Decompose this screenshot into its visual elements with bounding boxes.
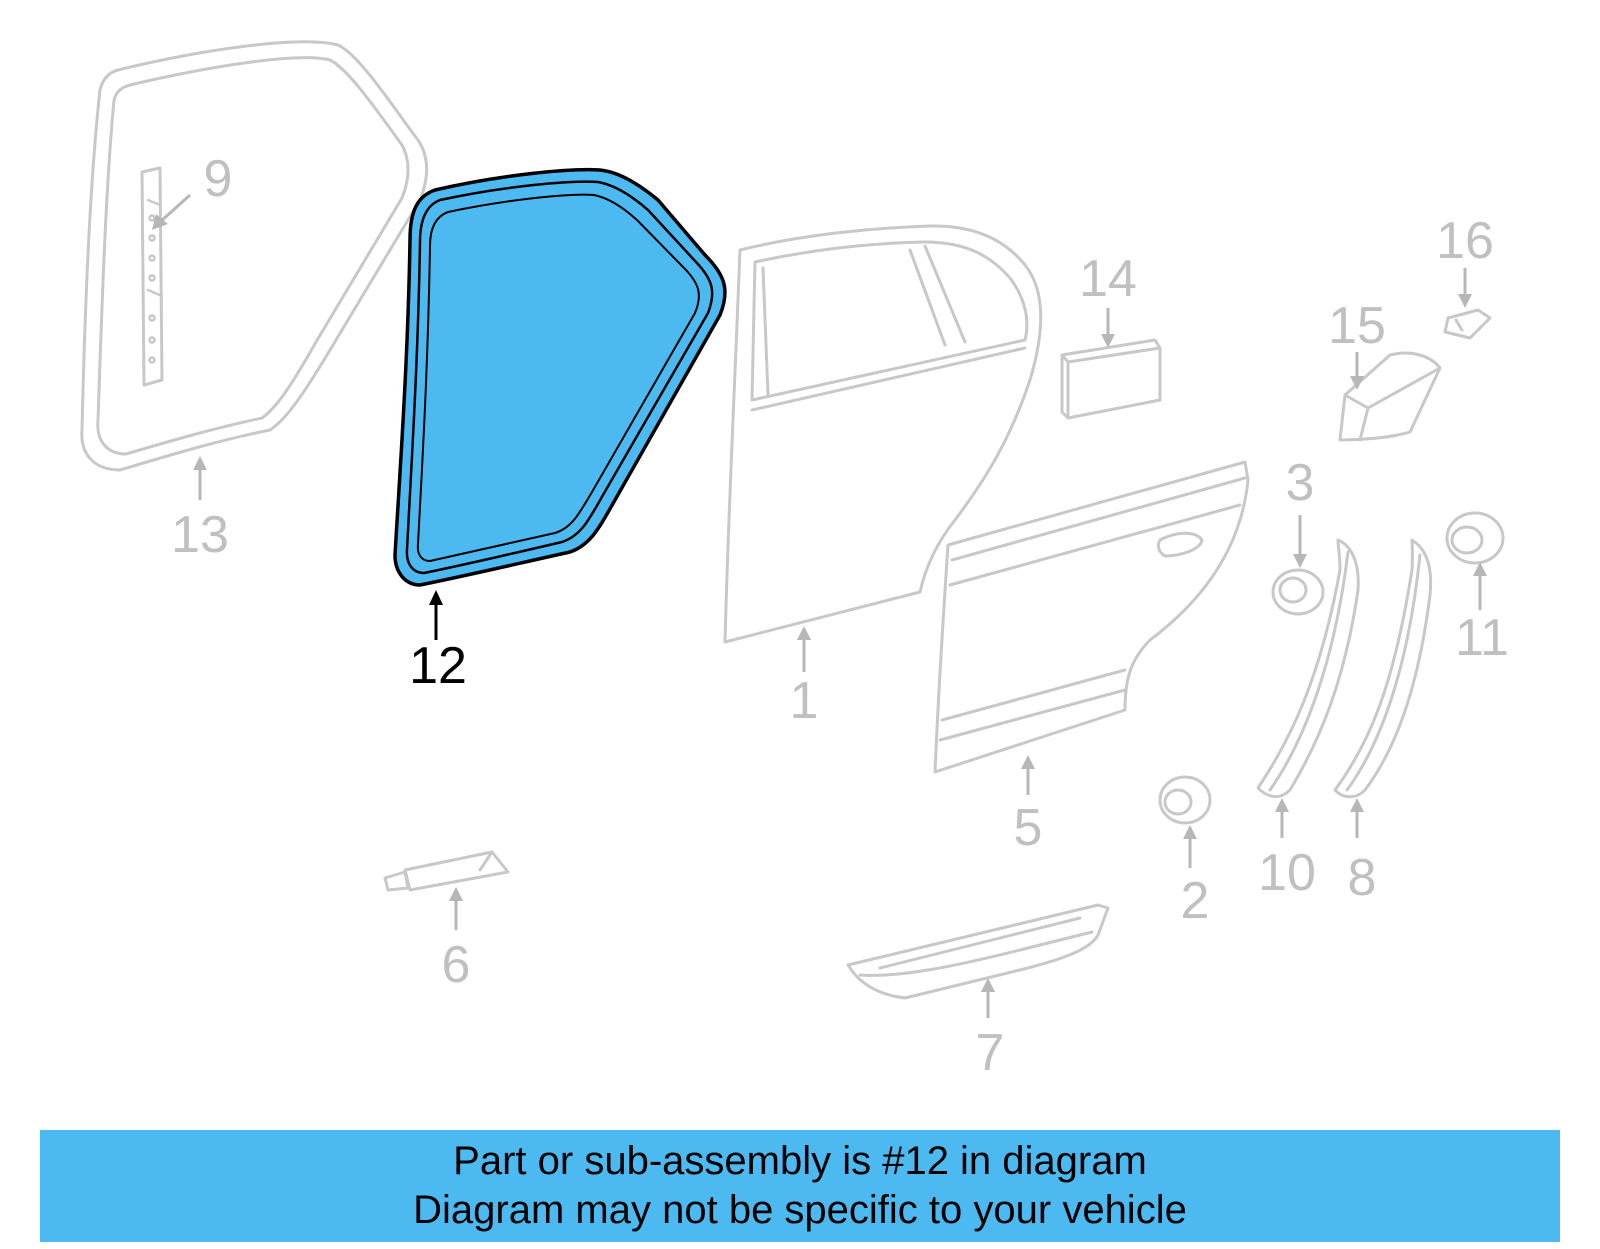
- info-banner: Part or sub-assembly is #12 in diagram D…: [40, 1130, 1560, 1242]
- banner-disclaimer: Diagram may not be specific to your vehi…: [413, 1188, 1187, 1232]
- part-6-sealant-tube: [383, 850, 510, 892]
- part-15-wedge-bracket: [1338, 351, 1442, 442]
- part-14-pad: [1060, 338, 1162, 420]
- part-9-pillar-garnish: [140, 166, 164, 387]
- callout-14: 14: [1079, 250, 1137, 308]
- callout-10: 10: [1258, 844, 1316, 902]
- part-7-sill-garnish: [846, 903, 1110, 1000]
- callout-15: 15: [1328, 297, 1386, 355]
- banner-part-note: Part or sub-assembly is #12 in diagram: [453, 1139, 1147, 1183]
- callout-6: 6: [442, 936, 471, 994]
- callout-8: 8: [1348, 849, 1377, 907]
- callout-labels: 9 13 12 1 14 16 15 3 11 5 2 10 8 6 7: [171, 150, 1509, 1082]
- callout-5: 5: [1014, 799, 1043, 857]
- callout-16: 16: [1436, 212, 1494, 270]
- part-5-door-outer-panel: [933, 460, 1250, 774]
- part-2-plug: [1158, 775, 1212, 825]
- part-12-door-weatherstrip: [393, 167, 727, 587]
- leader-arrows: [152, 193, 1487, 1018]
- part-16-clip: [1443, 308, 1492, 340]
- callout-11: 11: [1455, 609, 1509, 667]
- callout-12: 12: [409, 637, 467, 695]
- part-3-plug: [1271, 568, 1325, 616]
- callout-7: 7: [976, 1024, 1005, 1082]
- callout-1: 1: [790, 672, 819, 730]
- callout-9: 9: [204, 150, 233, 208]
- callout-3: 3: [1286, 454, 1315, 512]
- part-13-door-opening-weatherstrip: [80, 40, 429, 472]
- callout-2: 2: [1181, 872, 1210, 930]
- part-11-plug: [1445, 511, 1505, 565]
- part-1-rear-door-shell: [723, 224, 1043, 644]
- part-8-trim-strip: [1333, 538, 1433, 799]
- part-10-trim-strip: [1256, 538, 1360, 798]
- callout-13: 13: [171, 506, 229, 564]
